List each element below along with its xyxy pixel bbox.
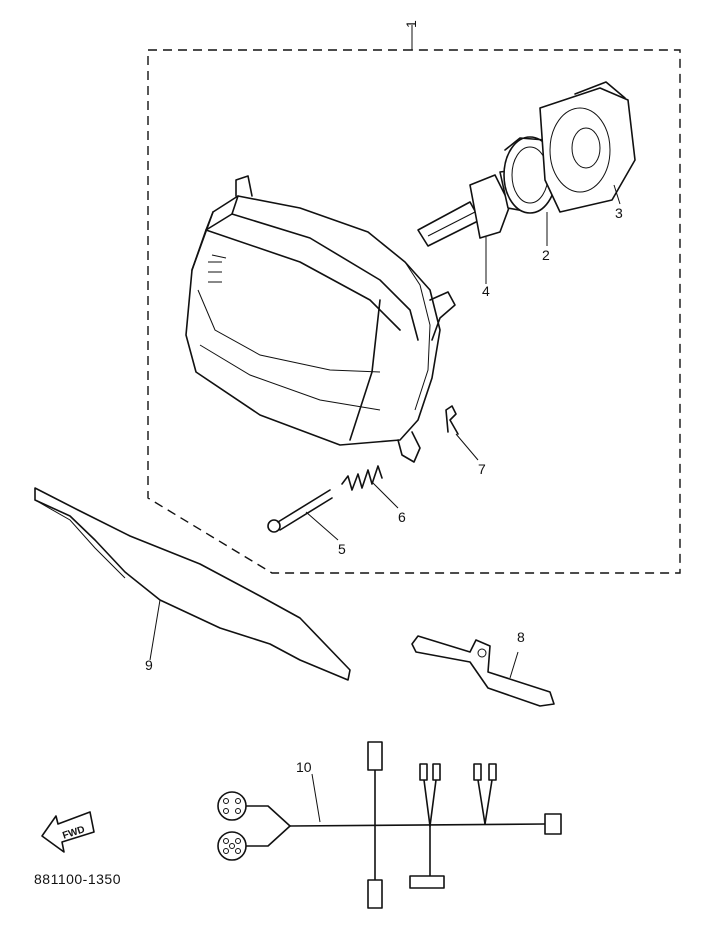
callout-9: 9 <box>145 657 153 673</box>
callout-label-4: 4 <box>482 283 490 299</box>
callout-label-3: 3 <box>615 205 623 221</box>
part-8-stay <box>411 635 555 707</box>
part-9-bracket <box>34 487 351 681</box>
forward-arrow-icon: FWD <box>41 811 95 853</box>
callout-label-10: 10 <box>296 759 312 775</box>
callout-3: 3 <box>615 205 623 221</box>
callout-label-7: 7 <box>478 461 486 477</box>
callout-label-9: 9 <box>145 657 153 673</box>
callout-7: 7 <box>478 461 486 477</box>
callout-label-6: 6 <box>398 509 406 525</box>
callout-1: 1 <box>403 20 419 28</box>
callout-label-2: 2 <box>542 247 550 263</box>
callout-4: 4 <box>482 283 490 299</box>
part-7-clip <box>445 405 479 461</box>
part-6-spring <box>341 465 399 509</box>
callout-label-1: 1 <box>403 20 419 28</box>
callout-5: 5 <box>338 541 346 557</box>
callout-2: 2 <box>542 247 550 263</box>
part-3-dust-cover <box>539 81 636 213</box>
callout-6: 6 <box>398 509 406 525</box>
part-5-screw <box>267 489 339 541</box>
callout-8: 8 <box>517 629 525 645</box>
part-10-wire-harness <box>217 741 562 909</box>
assembly-boundary <box>147 25 681 574</box>
callout-label-5: 5 <box>338 541 346 557</box>
callout-10: 10 <box>296 759 312 775</box>
headlight-housing <box>185 175 456 463</box>
drawing-code: 881100-1350 <box>34 871 121 887</box>
callout-label-8: 8 <box>517 629 525 645</box>
